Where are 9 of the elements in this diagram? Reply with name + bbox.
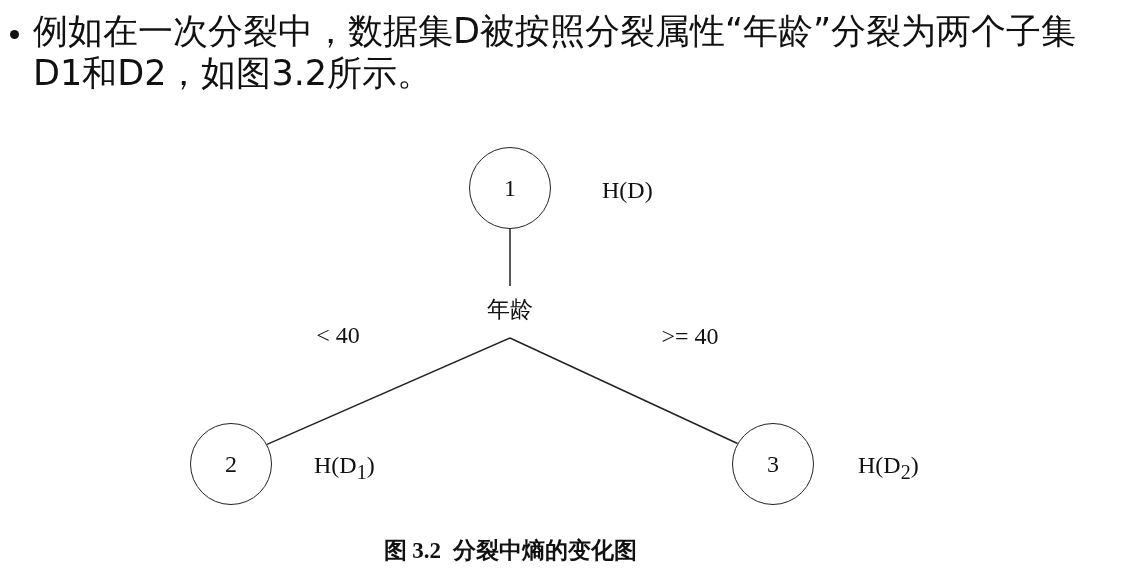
body-text: 例如在一次分裂中，数据集D被按照分裂属性“年龄”分裂为两个子集D1和D2，如图3.2所示。: [33, 10, 1078, 94]
attribute-label: 年龄: [487, 295, 533, 324]
entropy-label: H(D$_{1}$): [314, 452, 375, 484]
figure-caption: 图 3.2 分裂中熵的变化图: [383, 536, 637, 565]
entropy-label: H(D$_{2}$): [858, 452, 919, 484]
connector-line: [266, 337, 511, 446]
connector-line: [509, 337, 739, 445]
entropy-label: H(D): [602, 176, 653, 204]
connector-line: [509, 228, 511, 287]
